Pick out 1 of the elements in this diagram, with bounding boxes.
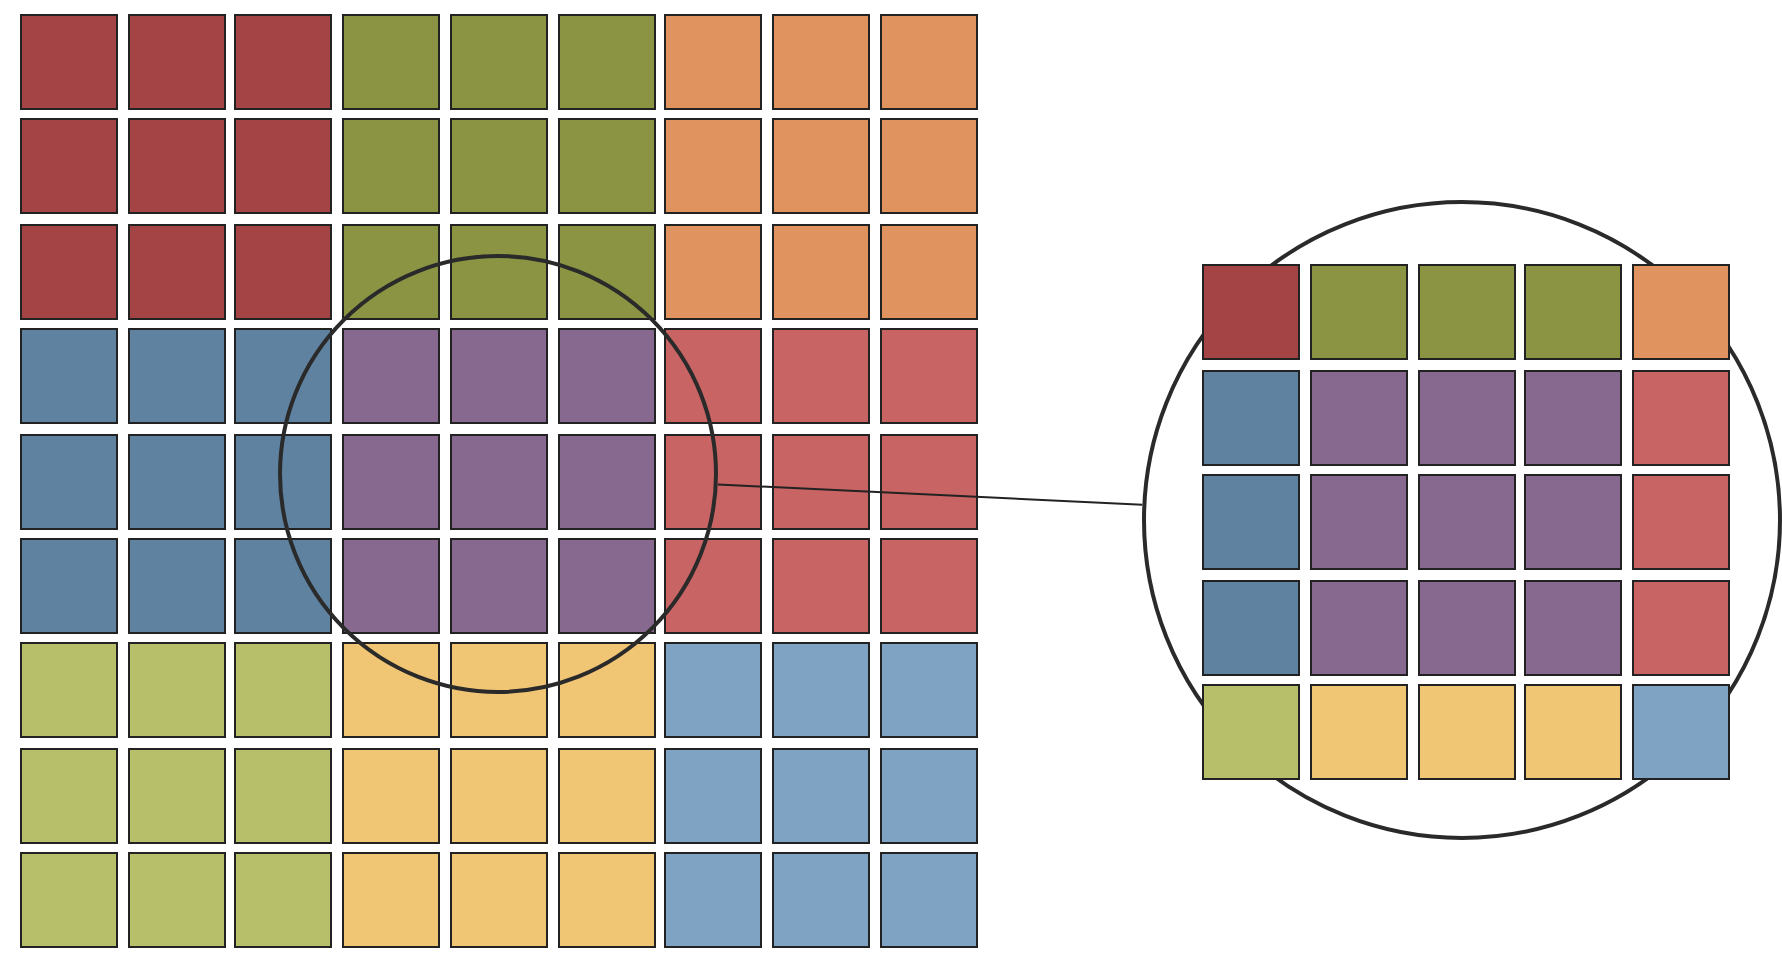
connector-line — [716, 483, 1144, 506]
